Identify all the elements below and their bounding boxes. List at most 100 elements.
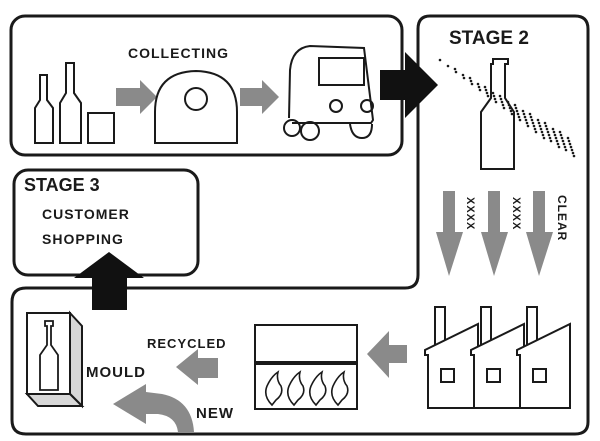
spray-dot [492,94,496,98]
mark-xxxx-2: XXXX [510,197,522,230]
spray-dot [525,121,529,125]
arrow-recycled-to-mould [176,349,218,385]
spray-dot [537,121,541,125]
spray-dot [541,133,545,137]
spray-dot [531,121,535,125]
spray-dot [514,106,518,110]
bottle-bank-icon [154,69,238,144]
spray-dot [562,142,566,146]
stage3-line1: CUSTOMER [42,206,130,222]
washing-spray-icon [438,58,576,158]
truck-icon [283,44,375,141]
spray-dot [528,112,532,116]
arrow-stage1-to-stage2 [380,52,438,118]
spray-dot [542,136,546,140]
spray-dot [561,139,565,143]
spray-dot [544,124,548,128]
flames-icon [264,370,349,407]
spray-dot [470,82,474,86]
new-label: NEW [196,405,234,422]
spray-dot [558,130,562,134]
spray-dot [513,103,517,107]
furnace-icon [254,324,358,410]
spray-dot [498,94,502,98]
spray-dot [499,97,503,101]
spray-dot [546,130,550,134]
spray-dot [526,124,530,128]
spray-dot [491,91,495,95]
clear-label: CLEAR [555,195,569,241]
spray-dot [559,133,563,137]
spray-dot [461,73,465,77]
spray-dot [469,79,473,83]
arrow-new-to-mould [113,384,194,432]
spray-dot [518,118,522,122]
mark-xxxx-1: XXXX [464,197,476,230]
spray-dot [510,112,514,116]
stage2-title: STAGE 2 [449,28,529,49]
spray-dot [478,88,482,92]
spray-dot [567,139,571,143]
spray-dot [571,151,575,155]
spray-dot [564,148,568,152]
spray-dot [485,91,489,95]
spray-dot [476,82,480,86]
spray-dot [501,103,505,107]
spray-dot [551,127,555,131]
spray-dot [468,76,472,80]
washed-bottle-icon [480,58,515,170]
spray-dot [570,148,574,152]
spray-dot [517,115,521,119]
stage3-title: STAGE 3 [24,175,100,195]
spray-dot [543,121,547,125]
recycled-label: RECYCLED [147,336,227,351]
spray-dot [486,94,490,98]
bottles-icon [34,62,115,144]
spray-dot [462,76,466,80]
spray-dot [536,118,540,122]
spray-dot [547,133,551,137]
spray-dot [553,133,557,137]
spray-dot [477,85,481,89]
spray-dot [521,109,525,113]
spray-dot [557,145,561,149]
mould-icon [24,310,85,409]
spray-dot [560,136,564,140]
spray-dot [539,127,543,131]
spray-dot [549,139,553,143]
spray-dot [572,154,576,158]
spray-dot [533,127,537,131]
spray-dot [522,112,526,116]
spray-dot [538,124,542,128]
clear-arrows [436,191,553,276]
spray-dot [438,58,442,62]
spray-dot [556,142,560,146]
spray-dot [529,115,533,119]
arrow-bottles-to-bank [116,80,157,114]
spray-dot [563,145,567,149]
spray-dot [483,85,487,89]
spray-dot [484,88,488,92]
spray-dot [568,142,572,146]
spray-dot [454,70,458,74]
spray-dot [545,127,549,131]
spray-dot [524,118,528,122]
collecting-label: COLLECTING [128,45,229,61]
spray-dot [509,109,513,113]
spray-dot [555,139,559,143]
spray-dot [502,106,506,110]
spray-dot [500,100,504,104]
arrow-bank-to-truck [240,80,279,114]
spray-dot [493,97,497,101]
spray-dot [516,112,520,116]
spray-dot [532,124,536,128]
spray-dot [530,118,534,122]
spray-dot [566,136,570,140]
spray-dot [494,100,498,104]
spray-dot [453,67,457,71]
spray-dot [534,130,538,134]
stage3-line2: SHOPPING [42,231,124,247]
spray-dot [446,64,450,68]
spray-dot [523,115,527,119]
